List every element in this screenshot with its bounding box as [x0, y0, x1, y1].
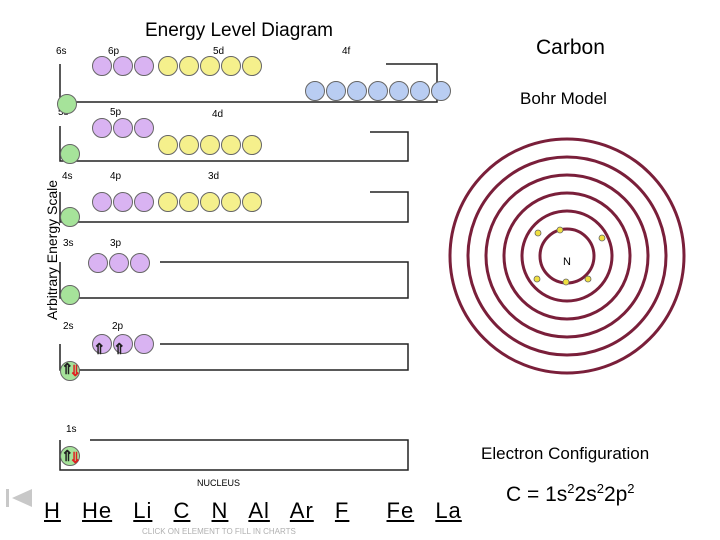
s-orbital-box: [60, 285, 80, 305]
electron-configuration-label: Electron Configuration: [481, 444, 650, 463]
label-4d: 4d: [212, 109, 224, 120]
element-button-n[interactable]: N: [211, 498, 229, 523]
bohr-shell-2: [520, 209, 614, 303]
d-orbital-box: [200, 192, 220, 212]
electron-dot: [598, 234, 606, 242]
element-button-c[interactable]: C: [173, 498, 191, 523]
d-orbital-box: [200, 56, 220, 76]
electron-dot: [584, 275, 592, 283]
nucleus-symbol: N: [563, 256, 571, 268]
nucleus-button[interactable]: NUCLEUS: [197, 478, 241, 488]
arrow-down-icon: ⇓: [69, 450, 82, 467]
page-title: Energy Level Diagram: [145, 20, 333, 41]
label-3s: 3s: [63, 238, 74, 249]
d-orbital-box: [179, 56, 199, 76]
skip-back-icon[interactable]: [4, 487, 34, 509]
electron-dot: [534, 229, 542, 237]
label-4p: 4p: [110, 171, 122, 182]
element-name: Carbon: [536, 36, 605, 59]
d-orbital-box: [242, 192, 262, 212]
d-orbital-box: [158, 56, 178, 76]
d-orbital-box: [221, 135, 241, 155]
s-orbital-box: [60, 207, 80, 227]
element-button-li[interactable]: Li: [133, 498, 153, 523]
arrow-up-icon: ⇑: [93, 341, 106, 358]
bohr-shell-6: [448, 137, 686, 375]
level-6-shelf: [59, 63, 438, 103]
f-orbital-box: [410, 81, 430, 101]
d-orbital-box: [221, 56, 241, 76]
p-orbital-box: [92, 334, 112, 354]
element-button-ar[interactable]: Ar: [289, 498, 314, 523]
p-orbital-box: [134, 334, 154, 354]
p-orbital-box: [134, 192, 154, 212]
level-1-shelf: [59, 439, 409, 471]
bohr-shell-4: [484, 173, 650, 339]
d-orbital-box: [179, 135, 199, 155]
f-orbital-box: [389, 81, 409, 101]
d-orbital-box: [158, 192, 178, 212]
element-button-he[interactable]: He: [82, 498, 113, 523]
electron-configuration-value: C = 1s22s22p2: [506, 481, 635, 506]
s-orbital-box: [60, 361, 80, 381]
label-2p: 2p: [112, 321, 124, 332]
electron-dot: [556, 226, 564, 234]
d-orbital-box: [179, 192, 199, 212]
p-orbital-box: [130, 253, 150, 273]
d-orbital-box: [221, 192, 241, 212]
label-4f: 4f: [342, 46, 351, 57]
bohr-shell-3: [502, 191, 632, 321]
arrow-up-icon: ⇑: [61, 361, 74, 378]
p-orbital-box: [92, 118, 112, 138]
d-orbital-box: [158, 135, 178, 155]
p-orbital-box: [134, 56, 154, 76]
bohr-shell-5: [466, 155, 668, 357]
element-button-f[interactable]: F: [334, 498, 350, 523]
bohr-model-label: Bohr Model: [520, 89, 607, 108]
p-orbital-box: [113, 56, 133, 76]
d-orbital-box: [242, 135, 262, 155]
label-3d: 3d: [208, 171, 220, 182]
electron-dot: [533, 275, 541, 283]
p-orbital-box: [113, 118, 133, 138]
f-orbital-box: [347, 81, 367, 101]
f-orbital-box: [326, 81, 346, 101]
p-orbital-box: [109, 253, 129, 273]
element-button-h[interactable]: H: [44, 498, 61, 523]
label-6p: 6p: [108, 46, 120, 57]
p-orbital-box: [92, 192, 112, 212]
d-orbital-box: [200, 135, 220, 155]
f-orbital-box: [305, 81, 325, 101]
element-selector: H He Li C N Al Ar F Fe La: [44, 498, 476, 524]
element-button-al[interactable]: Al: [248, 498, 270, 523]
p-orbital-box: [88, 253, 108, 273]
f-orbital-box: [431, 81, 451, 101]
d-orbital-box: [242, 56, 262, 76]
s-orbital-box: [60, 144, 80, 164]
element-button-fe[interactable]: Fe: [386, 498, 415, 523]
arrow-down-icon: ⇓: [69, 363, 82, 380]
label-4s: 4s: [62, 171, 73, 182]
label-1s: 1s: [66, 424, 77, 435]
label-6s: 6s: [56, 46, 67, 57]
bohr-model-diagram: N: [448, 137, 686, 375]
p-orbital-box: [113, 334, 133, 354]
arrow-up-icon: ⇑: [61, 448, 74, 465]
label-5p: 5p: [110, 107, 122, 118]
electron-dot: [562, 278, 570, 286]
label-5d: 5d: [213, 46, 225, 57]
arrow-up-icon: ⇑: [113, 341, 126, 358]
s-orbital-box: [57, 94, 77, 114]
p-orbital-box: [92, 56, 112, 76]
p-orbital-box: [134, 118, 154, 138]
label-3p: 3p: [110, 238, 122, 249]
element-button-la[interactable]: La: [435, 498, 462, 523]
instruction-hint: CLICK ON ELEMENT TO FILL IN CHARTS: [142, 527, 296, 536]
label-2s: 2s: [63, 321, 74, 332]
f-orbital-box: [368, 81, 388, 101]
level-2-shelf: [59, 343, 409, 371]
s-orbital-box: [60, 446, 80, 466]
p-orbital-box: [113, 192, 133, 212]
level-3-shelf: [59, 261, 409, 299]
